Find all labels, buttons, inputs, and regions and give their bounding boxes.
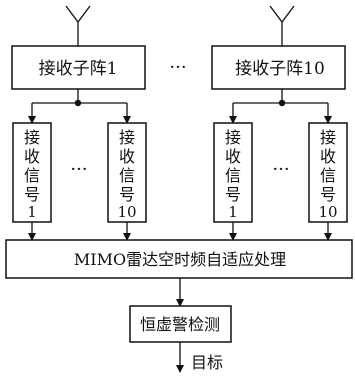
svg-text:号: 号 [24,185,40,204]
svg-text:信: 信 [320,166,336,185]
cfar-box [129,305,232,343]
processing-box [5,239,353,279]
svg-text:10: 10 [318,203,337,221]
svg-text:1: 1 [228,203,238,221]
subarray-label-left: 接收子阵1 [39,59,118,79]
svg-text:收: 收 [24,147,40,166]
svg-text:信: 信 [24,166,40,185]
svg-text:10: 10 [117,203,136,221]
svg-text:收: 收 [119,147,135,166]
processing-label: MIMO雷达空时频自适应处理 [74,250,286,269]
subarray-box-left [11,45,146,90]
output-label: 目标 [191,353,223,372]
svg-text:号: 号 [320,185,336,204]
signal-box-1: 接 收 信 号 1 [12,122,52,223]
svg-text:信: 信 [119,166,135,185]
svg-text:收: 收 [225,147,241,166]
cfar-label: 恒虚警检测 [140,315,220,334]
subarray-box-right [211,45,346,90]
svg-text:号: 号 [119,185,135,204]
ellipsis-subarrays: ··· [169,57,186,78]
svg-text:接: 接 [225,128,241,147]
svg-text:1: 1 [27,203,37,221]
svg-text:接: 接 [320,128,336,147]
svg-text:号: 号 [225,185,241,204]
antenna-right-icon [269,5,295,46]
svg-text:收: 收 [320,147,336,166]
signal-to-processing-arrows [28,222,332,241]
ellipsis-signals-left: ··· [70,159,87,180]
svg-text:接: 接 [24,128,40,147]
signal-box-4: 接 收 信 号 10 [308,122,348,223]
svg-text:信: 信 [225,166,241,185]
signal-box-2: 接 收 信 号 10 [107,122,147,223]
connector-right [229,89,332,124]
subarray-label-right: 接收子阵10 [235,59,325,79]
signal-box-3: 接 收 信 号 1 [213,122,253,223]
svg-text:接: 接 [119,128,135,147]
connector-left [28,89,131,124]
ellipsis-signals-right: ··· [272,159,289,180]
antenna-left-icon [65,5,91,46]
